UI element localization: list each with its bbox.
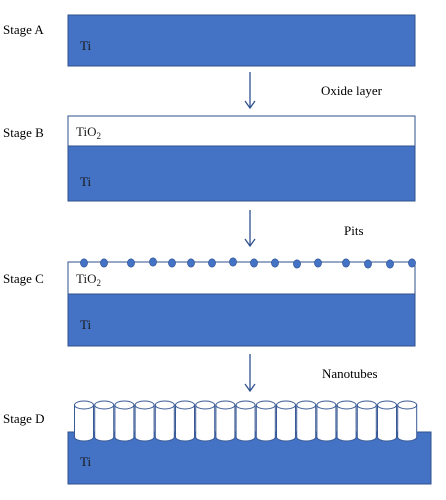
nanotube bbox=[397, 400, 418, 442]
nanotube bbox=[134, 400, 155, 442]
pit bbox=[80, 258, 88, 268]
stage-c-tio2-layer bbox=[67, 261, 416, 295]
stage-b-tio2-layer bbox=[67, 115, 416, 147]
stage-b-tio2-label: TiO2 bbox=[76, 124, 101, 141]
nanotube bbox=[316, 400, 337, 442]
stage-b-label: Stage B bbox=[3, 125, 44, 140]
step-nanotubes-label: Nanotubes bbox=[322, 366, 378, 381]
nanotube bbox=[296, 400, 317, 442]
pit bbox=[168, 258, 176, 268]
pit bbox=[208, 258, 216, 268]
stage-c-ti-label: Ti bbox=[80, 317, 91, 332]
stage-a-ti-label: Ti bbox=[80, 38, 91, 53]
pit bbox=[364, 259, 372, 269]
nanotube bbox=[175, 400, 195, 442]
pit bbox=[408, 258, 416, 268]
pit bbox=[342, 258, 350, 268]
stage-a-label: Stage A bbox=[3, 22, 44, 37]
pit bbox=[187, 258, 195, 268]
stage-d: Stage D Ti bbox=[3, 400, 432, 485]
stage-c-ti-layer bbox=[67, 293, 416, 347]
pit bbox=[100, 258, 108, 268]
stage-c: Stage C TiO2 Ti bbox=[3, 257, 416, 347]
stage-b-ti-layer bbox=[67, 145, 416, 202]
nanotube bbox=[215, 400, 236, 442]
stage-c-tio2-label: TiO2 bbox=[76, 271, 101, 288]
nanotube bbox=[154, 400, 175, 442]
stage-a: Stage A Ti bbox=[3, 14, 416, 67]
stage-b: Stage B TiO2 Ti bbox=[3, 115, 416, 202]
nanotube bbox=[114, 400, 135, 442]
pit bbox=[127, 258, 135, 268]
arrow-oxide bbox=[244, 72, 256, 110]
nanotube bbox=[195, 400, 216, 442]
nanotubes-group bbox=[74, 400, 418, 442]
pits-group bbox=[80, 257, 416, 269]
pit bbox=[386, 259, 394, 269]
stage-d-label: Stage D bbox=[3, 411, 45, 426]
pit bbox=[293, 259, 301, 269]
stage-a-ti-layer bbox=[67, 14, 416, 67]
pit bbox=[271, 258, 279, 268]
stage-d-ti-label: Ti bbox=[80, 454, 91, 469]
nanotube bbox=[356, 400, 377, 442]
pit bbox=[149, 257, 157, 267]
nanotube bbox=[255, 400, 276, 442]
nanotube bbox=[377, 400, 397, 442]
nanotube bbox=[336, 400, 357, 442]
arrow-nanotubes bbox=[244, 354, 256, 393]
step-oxide-layer-label: Oxide layer bbox=[321, 83, 383, 98]
pit bbox=[229, 257, 237, 267]
nanotube bbox=[276, 400, 296, 442]
stage-b-ti-label: Ti bbox=[80, 174, 91, 189]
stage-c-label: Stage C bbox=[3, 271, 44, 286]
arrow-pits bbox=[244, 210, 256, 248]
pit bbox=[314, 258, 322, 268]
step-pits-label: Pits bbox=[344, 223, 364, 238]
nanotube bbox=[74, 400, 94, 442]
pit bbox=[250, 258, 258, 268]
nanotube bbox=[235, 400, 256, 442]
nanotube bbox=[94, 400, 115, 442]
